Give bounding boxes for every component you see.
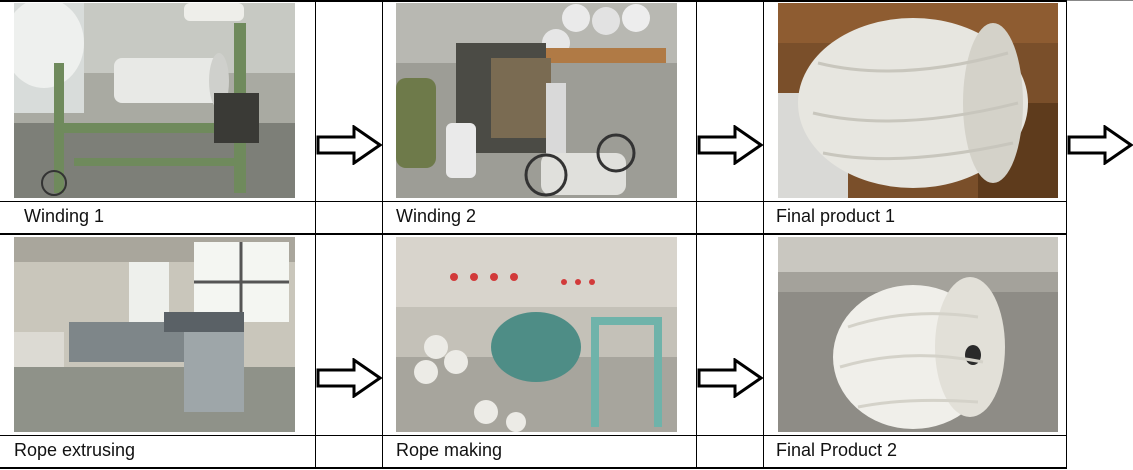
caption-rope-extrusing: Rope extrusing <box>14 440 136 460</box>
col-divider-3 <box>696 0 697 469</box>
photo-final-product-1 <box>778 3 1058 198</box>
table-border-top-right <box>1066 0 1133 1</box>
photo-final-product-2 <box>778 237 1058 432</box>
caption-final-product-2: Final Product 2 <box>776 440 898 460</box>
right-arrow-icon <box>697 358 763 398</box>
photo-rope-extrusing <box>14 237 295 432</box>
photo-winding-1 <box>14 3 295 198</box>
row-divider-1a <box>0 201 1066 202</box>
col-divider-5 <box>1066 0 1067 469</box>
caption-winding-1: Winding 1 <box>24 206 105 226</box>
caption-final-product-1: Final product 1 <box>776 206 896 226</box>
photo-rope-making <box>396 237 677 432</box>
caption-rope-making: Rope making <box>396 440 503 460</box>
col-divider-1 <box>315 0 316 469</box>
row-divider-2 <box>0 435 1066 436</box>
table-border-bottom <box>0 467 1066 469</box>
right-arrow-icon <box>316 125 382 165</box>
right-arrow-icon <box>697 125 763 165</box>
right-arrow-icon <box>1067 125 1133 165</box>
photo-winding-2 <box>396 3 677 198</box>
row-divider-1b <box>0 233 1066 235</box>
col-divider-4 <box>763 0 764 469</box>
caption-winding-2: Winding 2 <box>396 206 477 226</box>
table-border-top <box>0 0 1066 2</box>
right-arrow-icon <box>316 358 382 398</box>
col-divider-2 <box>382 0 383 469</box>
